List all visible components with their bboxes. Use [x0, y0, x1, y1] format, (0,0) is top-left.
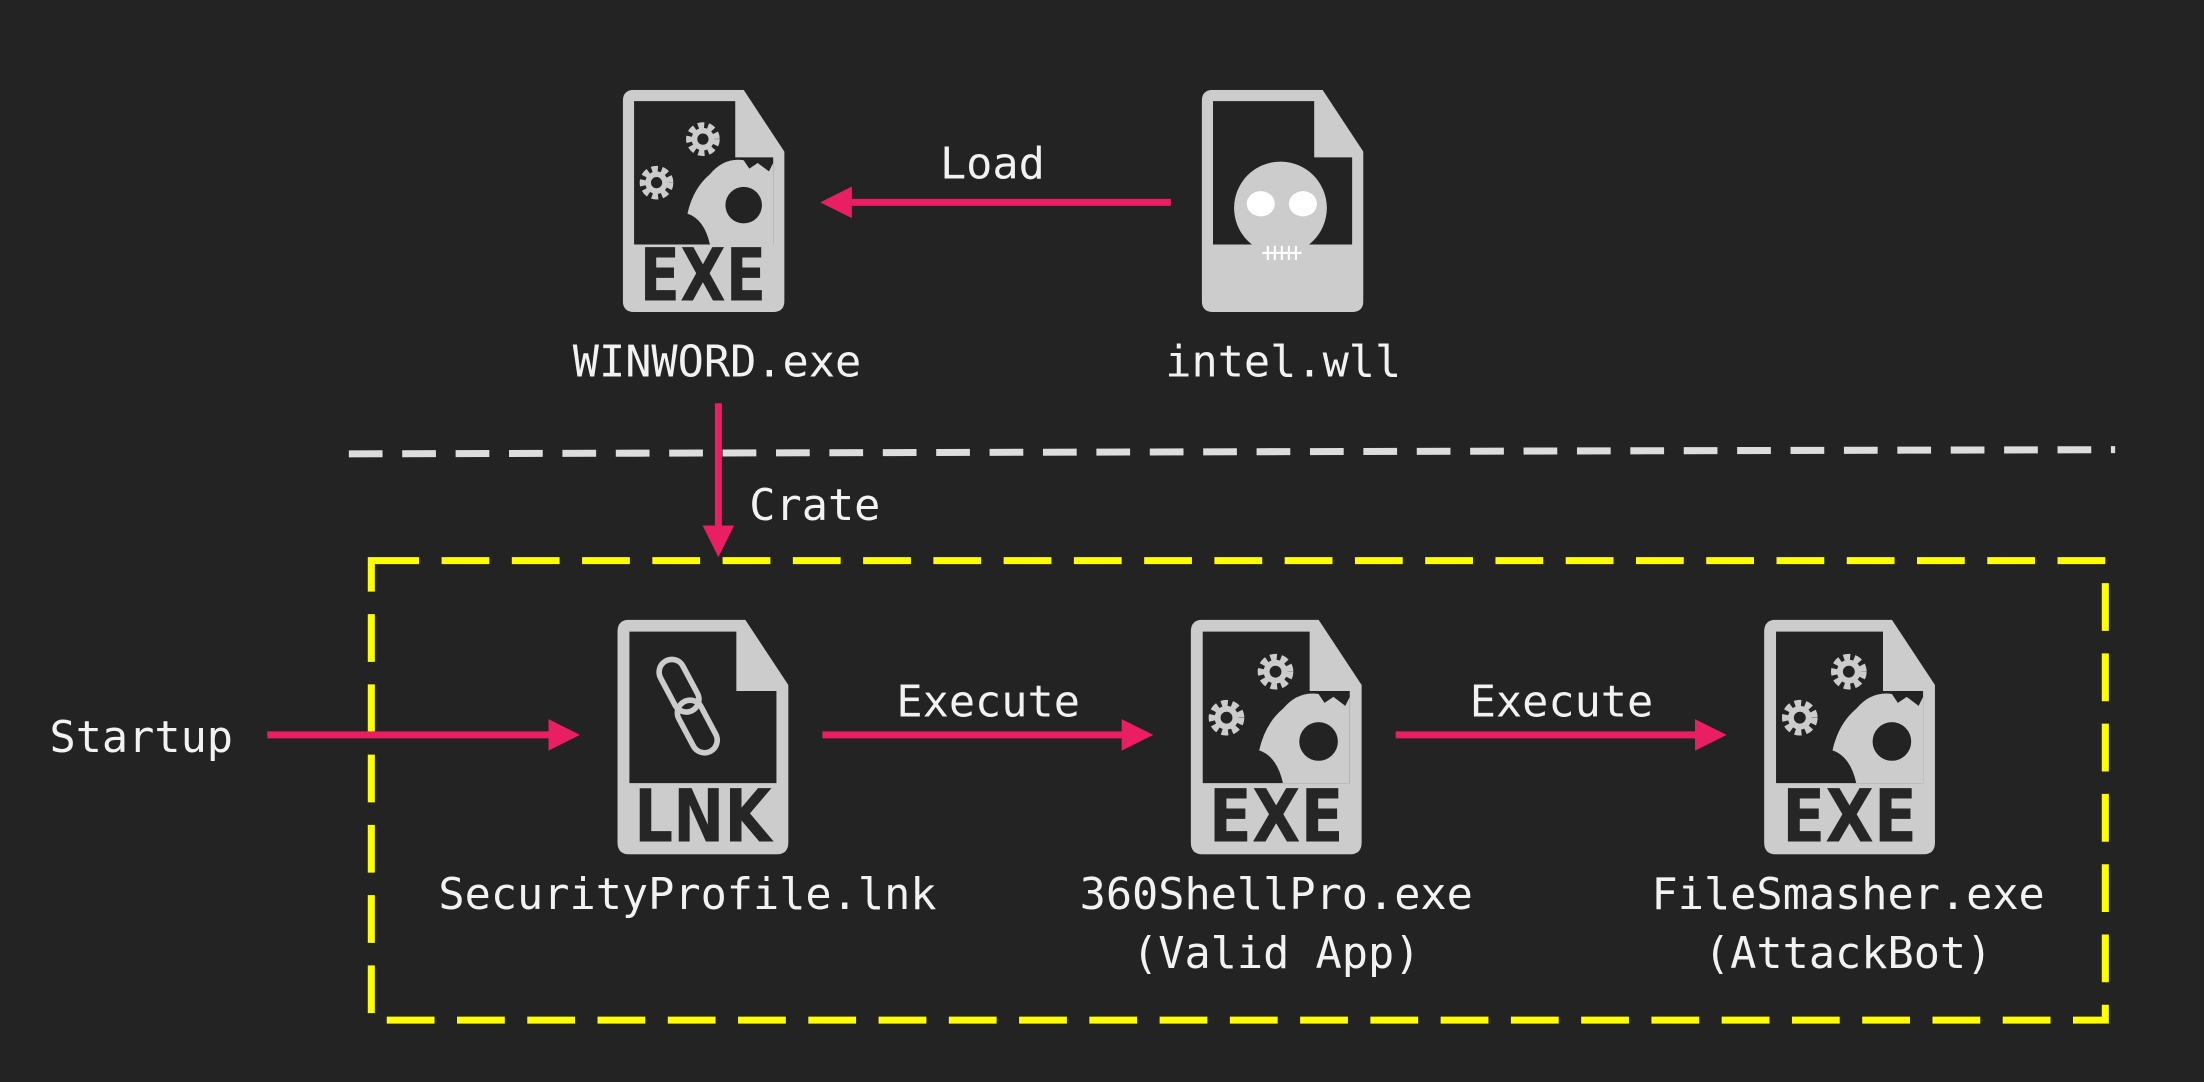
edge-label: Execute	[896, 678, 1080, 728]
edge-execute-1: Execute	[822, 678, 1154, 751]
node-label: WINWORD.exe	[573, 338, 861, 388]
chain-link-icon	[656, 656, 721, 756]
svg-text:EXE: EXE	[1209, 775, 1344, 860]
exe-file-icon: EXE	[1190, 619, 1362, 860]
trust-boundary-separator	[348, 446, 2116, 458]
skull-file-icon	[1201, 89, 1364, 312]
edge-execute-2: Execute	[1395, 678, 1727, 751]
node-sublabel: (AttackBot)	[1704, 929, 1992, 979]
lnk-file-icon: LNK	[617, 619, 789, 860]
svg-text:EXE: EXE	[640, 234, 766, 319]
svg-text:EXE: EXE	[1782, 775, 1917, 860]
node-security-profile-lnk: LNK SecurityProfile.lnk	[438, 619, 937, 920]
edge-load: Load	[820, 139, 1171, 219]
svg-text:LNK: LNK	[634, 775, 774, 860]
edge-label: Startup	[50, 713, 234, 763]
node-label: intel.wll	[1165, 338, 1401, 388]
exe-file-icon: EXE	[622, 89, 785, 319]
node-label: 360ShellPro.exe	[1080, 870, 1473, 920]
node-intel-wll: intel.wll	[1165, 89, 1401, 388]
edge-label: Crate	[749, 481, 880, 531]
edge-label: Execute	[1470, 678, 1654, 728]
node-label: FileSmasher.exe	[1652, 870, 2045, 920]
persistence-boundary-box	[367, 557, 2109, 1024]
edge-label: Load	[940, 139, 1045, 189]
node-winword: EXE WINWORD.exe	[573, 89, 861, 388]
exe-file-icon: EXE	[1764, 619, 1935, 860]
node-label: SecurityProfile.lnk	[438, 870, 936, 920]
edge-create: Crate	[702, 403, 880, 558]
node-360shellpro: EXE 360ShellPro.exe (Valid App)	[1080, 619, 1473, 979]
edge-startup: Startup	[50, 713, 580, 763]
node-sublabel: (Valid App)	[1132, 929, 1420, 979]
node-filesmasher: EXE FileSmasher.exe (AttackBot)	[1652, 619, 2045, 979]
